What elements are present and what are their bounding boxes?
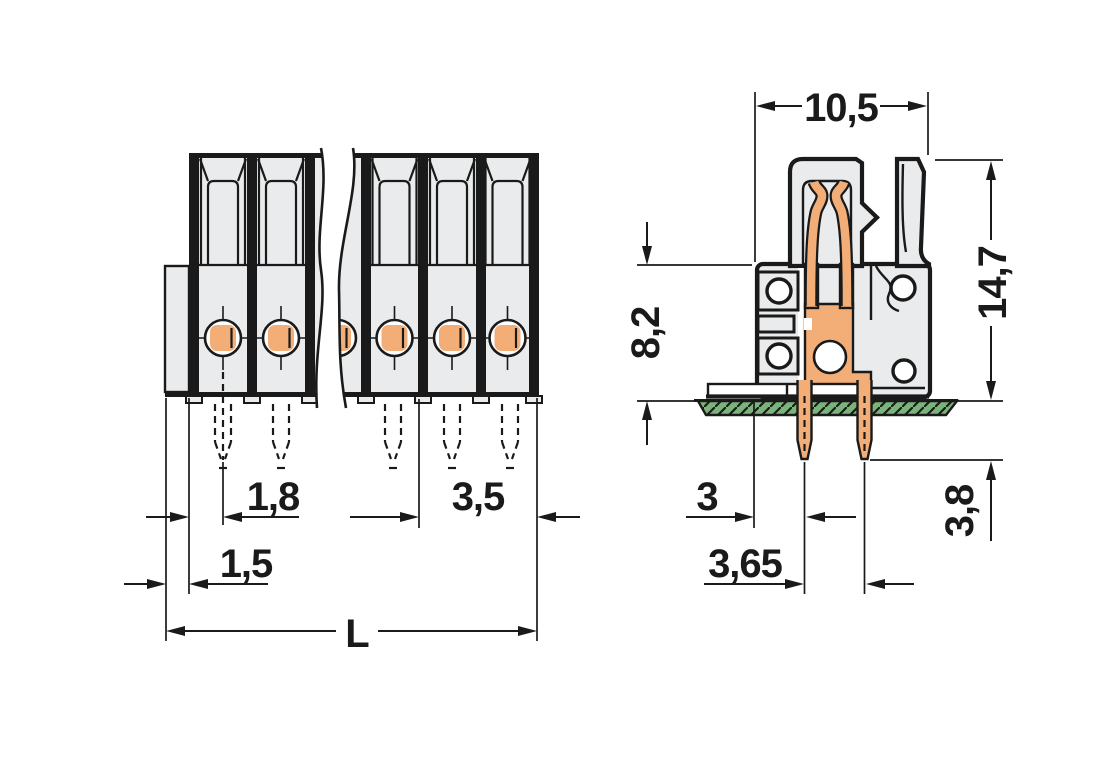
- bottom-tabs: [185, 395, 543, 404]
- extension-lines: [165, 92, 1003, 641]
- pcb-board: [694, 399, 960, 417]
- front-view: [163, 147, 543, 470]
- dim-label-body-height: 8,2: [624, 307, 668, 360]
- clamp-hole: [812, 339, 848, 375]
- dim-label-edge-offset: 1,5: [220, 542, 273, 586]
- dim-label-pin-length: 3,8: [938, 484, 982, 537]
- solder-pins: [796, 380, 873, 461]
- dim-label-edge-to-pin: 3: [696, 475, 717, 519]
- dim-label-pin-spacing: 3,65: [708, 542, 783, 586]
- solder-pins-hidden: [213, 372, 520, 470]
- dimension-annotations: 1,8 3,5 1,5 L 10,5 14,7 8,2 3 3,65 3,8: [124, 86, 1015, 656]
- end-flange: [163, 264, 191, 394]
- dim-label-total-length: L: [345, 612, 369, 656]
- contact-spring: [803, 179, 873, 392]
- dim-label-total-height: 14,7: [971, 246, 1015, 320]
- solder-pin: [796, 380, 813, 461]
- dim-label-pin-offset: 1,8: [247, 475, 300, 519]
- dim-label-width: 10,5: [804, 86, 879, 130]
- latch-inner-line: [901, 163, 908, 253]
- dim-label-pitch: 3,5: [452, 475, 505, 519]
- side-view: [694, 156, 960, 461]
- compartment-walls: [165, 153, 539, 397]
- solder-pin: [856, 380, 873, 461]
- dimension-lines: [124, 105, 992, 632]
- break-lines: [315, 147, 356, 409]
- housing-internals: [756, 179, 917, 384]
